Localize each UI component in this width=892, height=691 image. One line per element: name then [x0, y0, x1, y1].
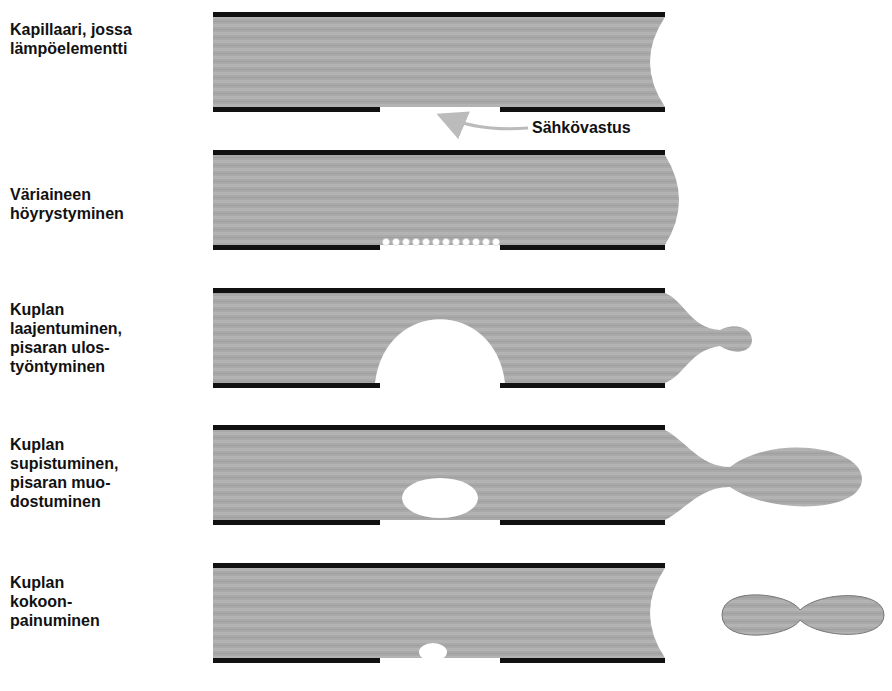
ink-droplet	[722, 595, 884, 635]
capillary-wall	[213, 150, 665, 155]
heater-resistor	[380, 107, 500, 112]
stage-label: Kapillaari, jossa lämpöelementti	[10, 20, 200, 58]
ink-fluid	[213, 430, 862, 520]
vapor-bubble	[383, 239, 390, 246]
capillary-wall	[213, 12, 665, 17]
vapor-bubble	[493, 239, 500, 246]
capillary-wall	[500, 658, 665, 663]
ink-fluid	[213, 155, 679, 245]
vapor-bubble	[423, 239, 430, 246]
capillary-wall	[213, 383, 380, 388]
heater-resistor	[380, 383, 500, 388]
capillary-wall	[500, 245, 665, 250]
vapor-bubble	[403, 239, 410, 246]
capillary-wall	[500, 107, 665, 112]
vapor-bubble	[402, 478, 478, 518]
capillary-wall	[500, 520, 665, 525]
vapor-bubble	[473, 239, 480, 246]
stage-label: Kuplan laajentuminen, pisaran ulos- työn…	[10, 300, 122, 376]
vapor-bubble	[483, 239, 490, 246]
vapor-bubble	[443, 239, 450, 246]
capillary-wall	[213, 245, 380, 250]
stage-label: Väriaineen höyrystyminen	[10, 185, 160, 223]
vapor-bubble	[433, 239, 440, 246]
vapor-bubble	[463, 239, 470, 246]
vapor-bubble	[413, 239, 420, 246]
stage-label: Kuplan kokoon- painuminen	[10, 573, 95, 630]
capillary-wall	[213, 288, 665, 293]
capillary-wall	[213, 563, 665, 568]
heater-resistor	[380, 245, 500, 250]
capillary-wall	[213, 425, 665, 430]
capillary-wall	[213, 107, 380, 112]
vapor-bubble	[393, 239, 400, 246]
vapor-bubble	[453, 239, 460, 246]
callout-label: Sähkövastus	[532, 118, 662, 137]
capillary-wall	[500, 383, 665, 388]
capillary-wall	[213, 520, 380, 525]
heater-resistor	[380, 520, 500, 525]
leader-line	[442, 116, 528, 129]
ink-fluid	[213, 293, 752, 383]
ink-fluid	[213, 17, 665, 107]
capillary-wall	[213, 658, 380, 663]
vapor-bubble	[375, 319, 505, 383]
stage-label: Kuplan supistuminen, pisaran muo- dostum…	[10, 435, 122, 511]
vapor-bubble	[419, 643, 447, 661]
